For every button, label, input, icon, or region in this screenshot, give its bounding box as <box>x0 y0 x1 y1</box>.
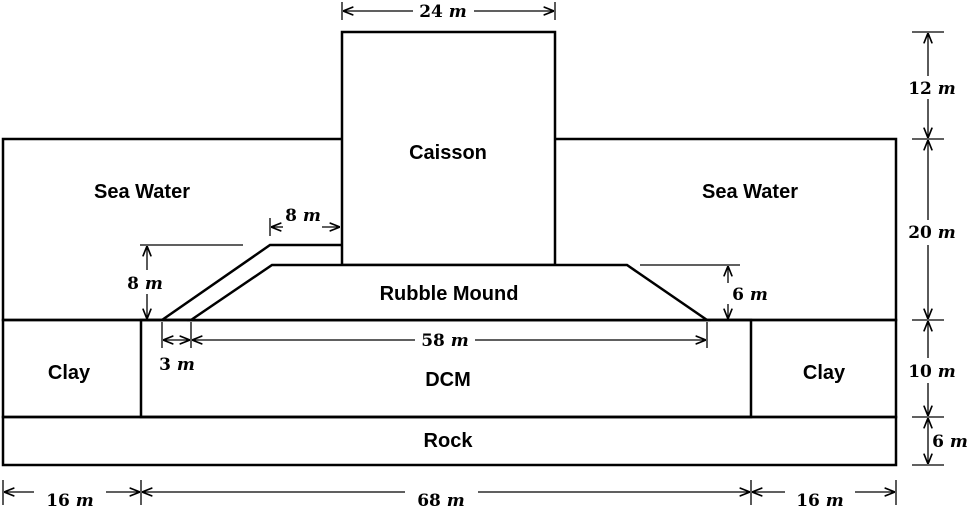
rock-label: Rock <box>424 430 474 452</box>
dim-mound-base-width: 58 m <box>421 331 469 351</box>
dim-berm-width: 8 m <box>285 206 321 226</box>
sea-water-left-label: Sea Water <box>94 181 190 203</box>
caisson-label: Caisson <box>409 142 487 164</box>
clay-left-label: Clay <box>48 362 91 384</box>
berm-outline <box>161 243 342 322</box>
rubble-mound-label: Rubble Mound <box>380 283 519 305</box>
dim-caisson-width: 24 m <box>419 2 467 22</box>
dim-clay-right-width: 16 m <box>796 491 844 511</box>
dim-dcm-width: 68 m <box>417 491 465 511</box>
caisson-block <box>340 30 557 267</box>
dim-clay-thickness: 10 m <box>908 362 956 382</box>
dim-water-depth: 20 m <box>908 223 956 243</box>
dim-rock-thickness: 6 m <box>932 432 968 452</box>
dim-berm-height: 8 m <box>127 274 163 294</box>
dim-clay-left-width: 16 m <box>46 491 94 511</box>
rubble-mound <box>186 263 712 322</box>
clay-right-label: Clay <box>803 362 846 384</box>
dcm-label: DCM <box>425 369 471 391</box>
dim-mound-offset: 3 m <box>159 355 195 375</box>
dim-caisson-height: 12 m <box>908 79 956 99</box>
dim-mound-height: 6 m <box>732 285 768 305</box>
sea-water-right-label: Sea Water <box>702 181 798 203</box>
